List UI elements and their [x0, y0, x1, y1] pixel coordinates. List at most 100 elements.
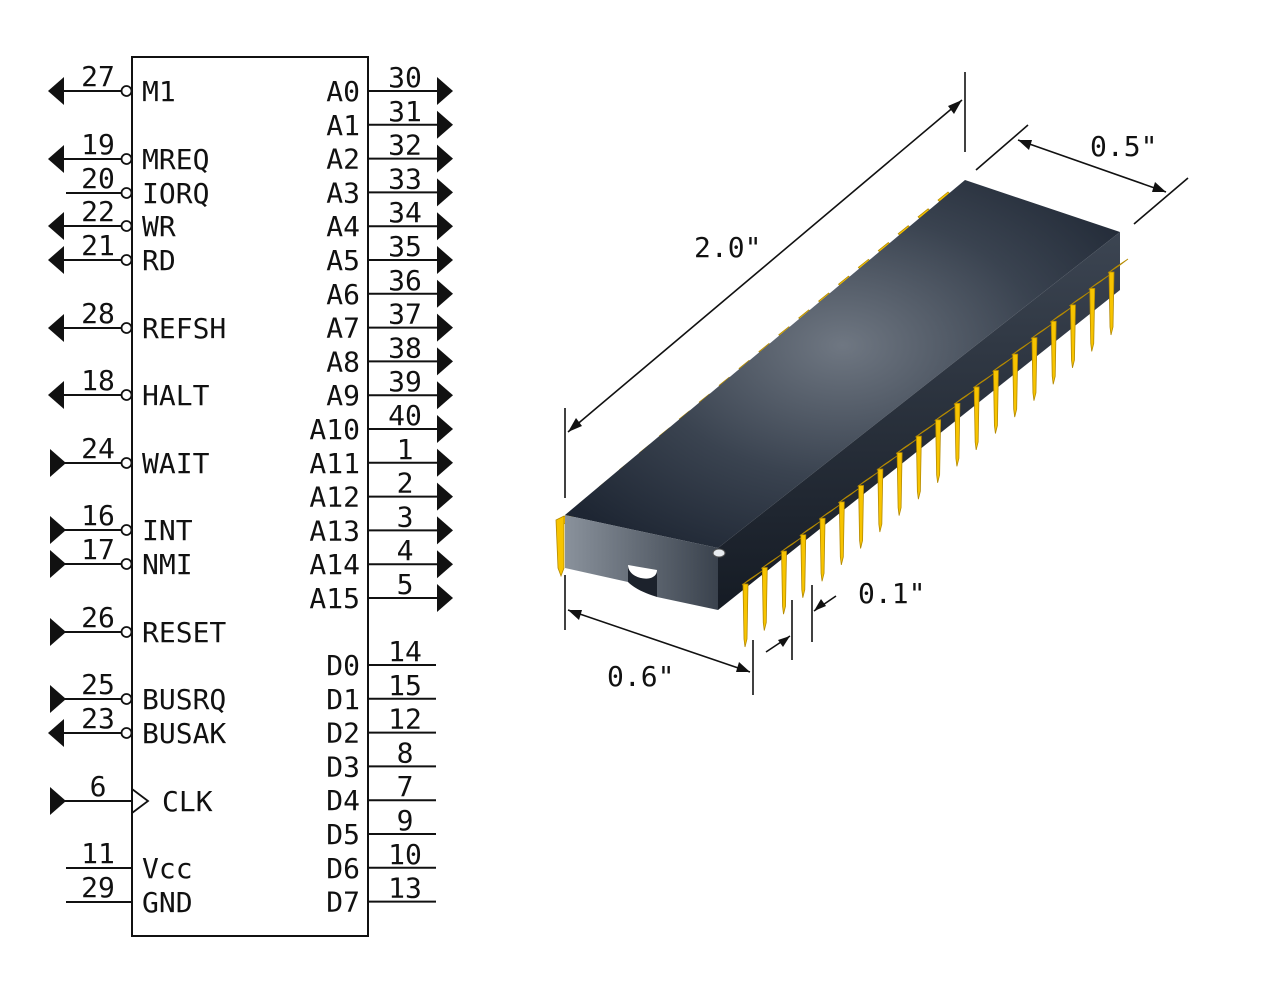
- right-pin-9: 9 D5: [326, 804, 436, 851]
- left-pin-18: 18 HALT: [48, 364, 210, 412]
- signal-name: INT: [142, 514, 193, 547]
- right-pin-33: 33 A3: [326, 162, 453, 209]
- dim-width-ext-b: [1133, 177, 1189, 225]
- signal-name: CLK: [162, 785, 213, 818]
- inversion-bubble: [120, 524, 133, 536]
- inversion-bubble: [120, 693, 133, 705]
- dim-pitch-arrow-a: [778, 636, 790, 647]
- pin-number: 38: [388, 331, 422, 364]
- signal-name: REFSH: [142, 312, 226, 345]
- output-arrow-icon: [437, 347, 453, 376]
- output-arrow-icon: [48, 246, 64, 274]
- pin-number: 20: [81, 162, 115, 195]
- pin1-dot: [712, 548, 726, 558]
- right-pin-8: 8 D3: [326, 736, 436, 783]
- signal-name: D6: [326, 852, 360, 885]
- dip-lead: [838, 488, 859, 565]
- signal-name: A7: [326, 312, 360, 345]
- pin-number: 18: [81, 364, 115, 397]
- signal-name: BUSAK: [142, 717, 226, 750]
- pin-number: 32: [388, 129, 422, 162]
- dip-lead: [741, 570, 763, 648]
- inversion-bubble: [120, 727, 133, 739]
- inversion-bubble: [120, 322, 133, 334]
- pin-number: 34: [388, 196, 422, 229]
- chip-front-side: [718, 232, 1120, 610]
- signal-name: D5: [326, 818, 360, 851]
- output-arrow-icon: [48, 314, 64, 342]
- signal-name: A12: [309, 481, 360, 514]
- signal-name: HALT: [142, 379, 210, 412]
- dip-lead: [818, 504, 840, 582]
- signal-name: D2: [326, 717, 360, 750]
- signal-name: D4: [326, 784, 360, 817]
- output-arrow-icon: [48, 77, 64, 105]
- signal-name: Vcc: [142, 852, 193, 885]
- inversion-bubble: [120, 85, 133, 97]
- clock-triangle: [131, 788, 150, 814]
- pin-number: 9: [397, 804, 414, 837]
- dip-lead: [1030, 324, 1052, 401]
- pin-number: 33: [388, 162, 422, 195]
- front-lead-row: [741, 258, 1129, 648]
- signal-name: D3: [326, 750, 360, 783]
- signal-name: A0: [326, 75, 360, 108]
- dim-length-line: [567, 99, 963, 433]
- pin-number: 17: [81, 533, 115, 566]
- input-arrow-icon: [50, 550, 66, 578]
- pin-number: 6: [90, 770, 107, 803]
- dim-length-arrow-b: [568, 418, 582, 432]
- pin-number: 5: [397, 568, 414, 601]
- output-arrow-icon: [437, 246, 453, 274]
- dip-lead-back-corner: [555, 515, 565, 578]
- signal-name: NMI: [142, 548, 193, 581]
- signal-name: A13: [309, 514, 360, 547]
- output-arrow-icon: [437, 212, 453, 241]
- dim-row-arrow-b: [736, 662, 750, 672]
- output-arrow-icon: [437, 584, 453, 612]
- output-arrow-icon: [437, 110, 453, 139]
- pin-number: 37: [388, 298, 422, 331]
- signal-name: A8: [326, 345, 360, 378]
- signal-name: WR: [142, 210, 176, 243]
- pin-number: 12: [388, 703, 422, 736]
- output-arrow-icon: [437, 178, 453, 207]
- pin-number: 11: [81, 837, 115, 870]
- pin-number: 35: [388, 230, 422, 263]
- pin-number: 31: [388, 95, 422, 128]
- right-pin-37: 37 A7: [326, 298, 453, 345]
- inversion-bubble: [120, 626, 133, 638]
- input-arrow-icon: [50, 618, 66, 646]
- dip-lead: [953, 390, 975, 467]
- dip-lead: [1011, 340, 1032, 418]
- output-arrow-icon: [437, 516, 453, 545]
- chip-top-face: [565, 180, 1120, 548]
- signal-name: WAIT: [142, 447, 210, 480]
- left-pin-23: 23 BUSAK: [48, 702, 226, 750]
- pin-number: 8: [397, 736, 414, 769]
- output-arrow-icon: [437, 381, 453, 410]
- right-pin-7: 7D4: [326, 770, 436, 817]
- pin-number: 23: [81, 702, 115, 735]
- output-arrow-icon: [437, 144, 453, 173]
- signal-name: GND: [142, 886, 193, 919]
- signal-name: A3: [326, 176, 360, 209]
- dim-row-arrow-a: [568, 610, 582, 620]
